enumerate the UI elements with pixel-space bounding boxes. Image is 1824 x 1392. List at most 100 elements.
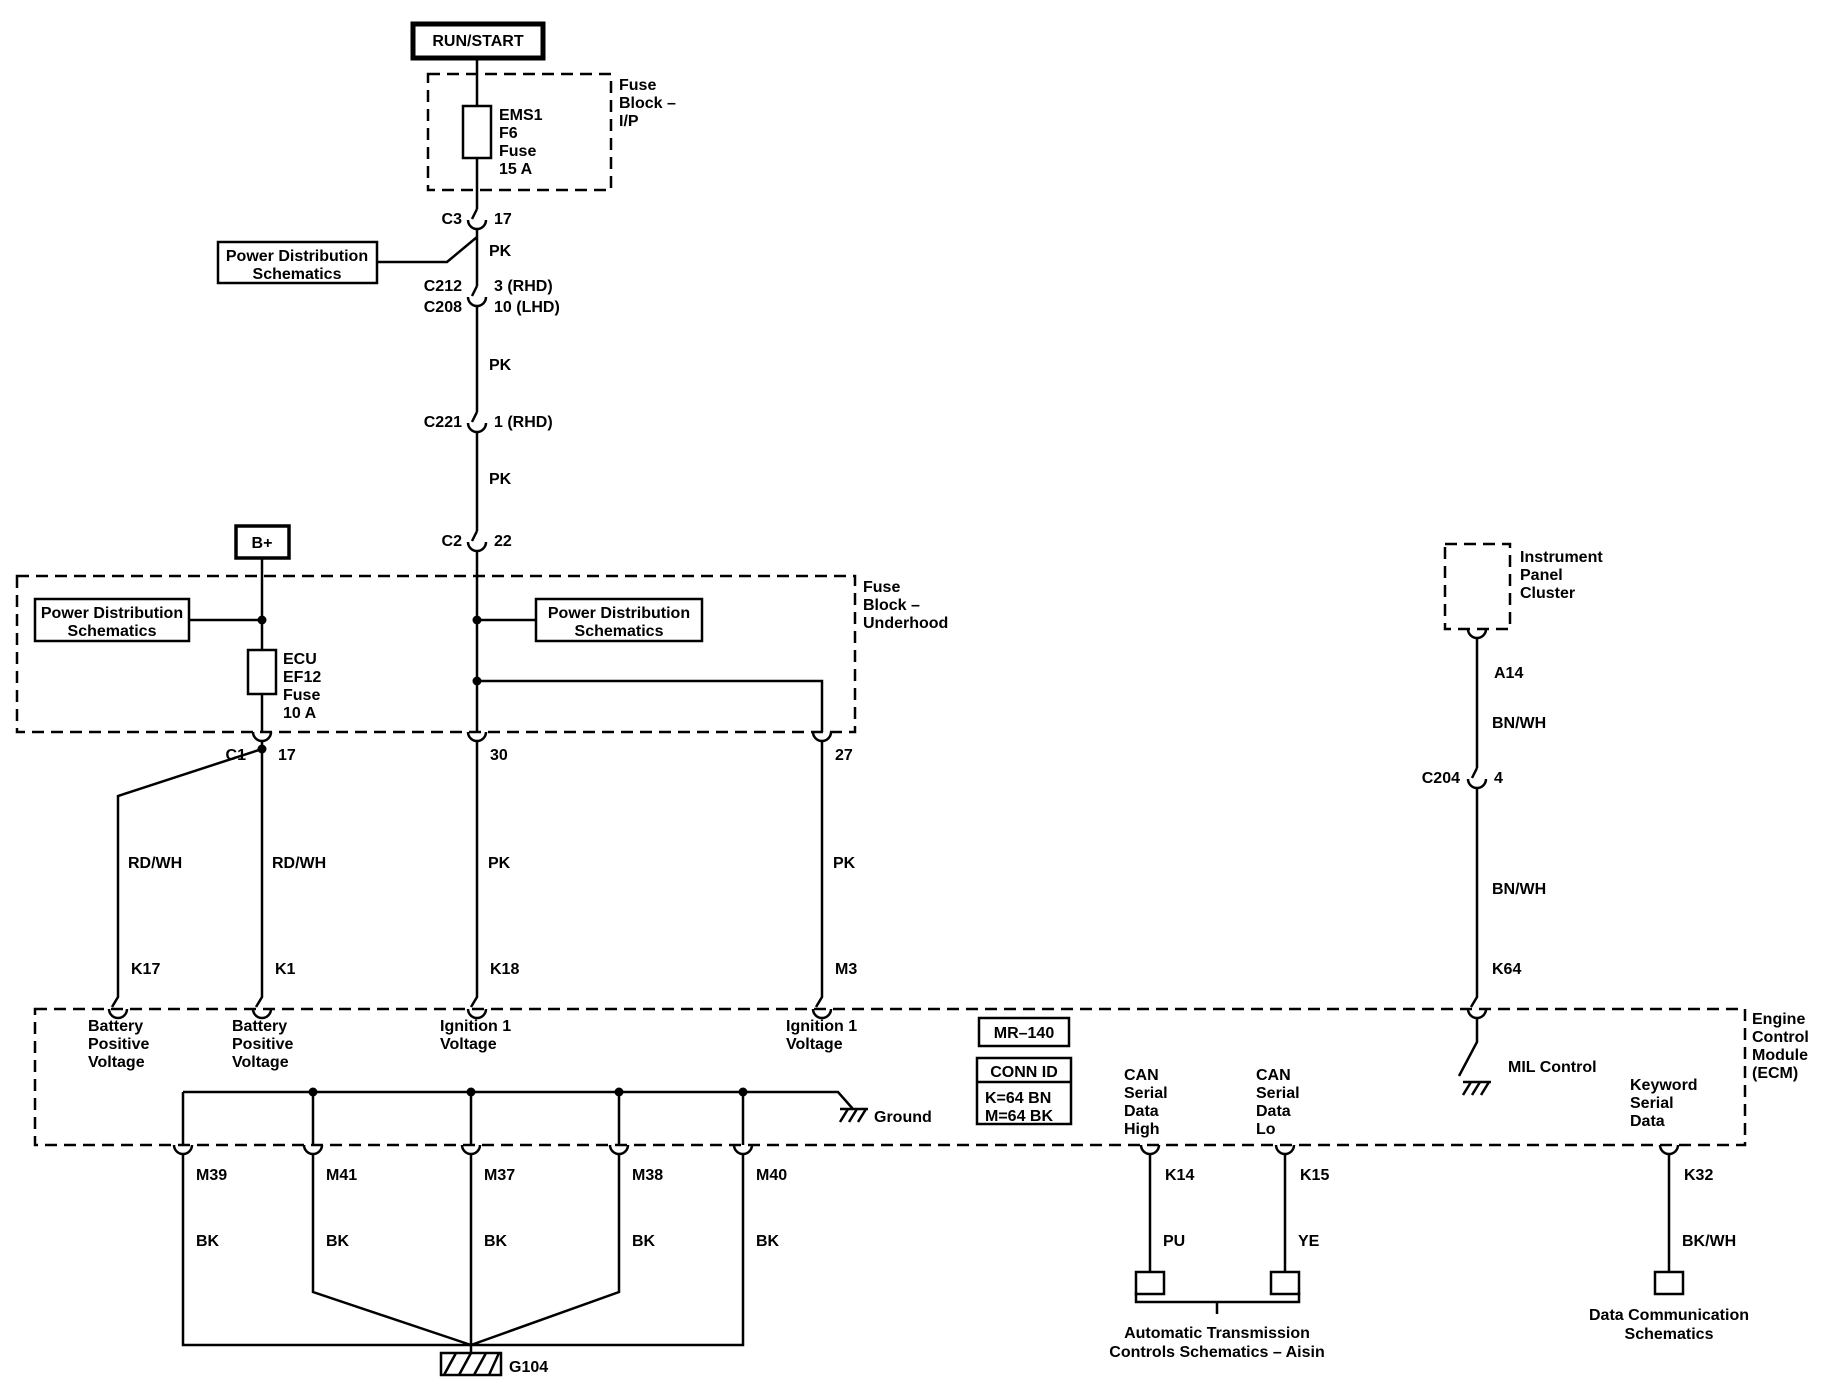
- conn-id-title-label: CONN ID: [990, 1064, 1058, 1081]
- wire-color-bk-5: BK: [756, 1233, 780, 1250]
- b-plus-box: [234, 524, 291, 560]
- junction-dot: [466, 1087, 476, 1097]
- pin-k14-label: K14: [1165, 1167, 1194, 1184]
- wire-color-pk-3: PK: [489, 471, 512, 488]
- pin-k17-label: K17: [131, 961, 160, 978]
- power-dist-ref-1-box: [216, 240, 379, 285]
- fuse-ecu-label-line: 10 A: [283, 705, 317, 722]
- auto-trans-ref-line: Automatic Transmission: [1124, 1325, 1310, 1342]
- connector-c3-pin: 17: [494, 211, 512, 228]
- connector-glyphs: [107, 208, 1680, 1156]
- fuse-block-ip-title-line: Block –: [619, 95, 676, 112]
- ecm-fn-ground-label: Ground: [874, 1109, 932, 1126]
- power-dist-ref-3-line: Schematics: [575, 623, 664, 640]
- pin-k64-icon: [1466, 1008, 1488, 1020]
- ecm-fn-batt-1-line: Positive: [88, 1036, 149, 1053]
- fuse-block-underhood-title-line: Fuse: [863, 579, 900, 596]
- connector-c221-name: C221: [424, 414, 462, 431]
- ecm-fn-can-high-line: Serial: [1124, 1085, 1168, 1102]
- auto-trans-bracket: [1134, 1292, 1301, 1314]
- junction-dot: [257, 615, 267, 625]
- pin-k32-label: K32: [1684, 1167, 1713, 1184]
- fuse-ems1-icon: [461, 104, 493, 160]
- ecm-fn-can-high-line: High: [1124, 1121, 1160, 1138]
- wire-battery-k17: [110, 747, 263, 1008]
- wire-color-pk-2: PK: [489, 357, 512, 374]
- ecm-fn-keyword-line: Data: [1630, 1113, 1665, 1130]
- pin-k32-icon: [1658, 1144, 1680, 1156]
- pin-m41-icon: [302, 1144, 324, 1156]
- power-dist-ref-2-line: Power Distribution: [41, 605, 183, 622]
- fuse-ems1-label-line: Fuse: [499, 143, 536, 160]
- data-comm-ref-line: Data Communication: [1589, 1307, 1749, 1324]
- pin-k1-label: K1: [275, 961, 296, 978]
- pin-m3-label: M3: [835, 961, 857, 978]
- keyword-terminal-box: [1653, 1270, 1685, 1296]
- fuse-ems1-label-line: F6: [499, 125, 518, 142]
- wire-color-pu: PU: [1163, 1233, 1185, 1250]
- ecm-fn-batt-2-line: Battery: [232, 1018, 287, 1035]
- pin-m39-label: M39: [196, 1167, 227, 1184]
- junction-dot: [738, 1087, 748, 1097]
- junction-dots: [257, 615, 748, 1097]
- labels: RUN/START Fuse Block – I/P EMS1 F6 Fuse …: [41, 33, 1809, 1376]
- connector-c212-name: C212: [424, 278, 462, 295]
- run-start-label: RUN/START: [432, 33, 523, 50]
- ecm-fn-ign-2-line: Ignition 1: [786, 1018, 857, 1035]
- connector-c204-icon: [1466, 767, 1488, 790]
- pin-m41-label: M41: [326, 1167, 357, 1184]
- fuse-ecu-label-line: Fuse: [283, 687, 320, 704]
- fuse-block-ip-title-line: I/P: [619, 113, 639, 130]
- pin-k18-label: K18: [490, 961, 519, 978]
- junction-dot: [472, 676, 482, 686]
- mr140-box: [977, 1016, 1071, 1048]
- junction-dot: [472, 615, 482, 625]
- connector-c212-pin: 3 (RHD): [494, 278, 553, 295]
- power-dist-ref-2-box: [33, 597, 191, 643]
- data-comm-ref-line: Schematics: [1625, 1326, 1714, 1343]
- ecm-fn-batt-2-line: Positive: [232, 1036, 293, 1053]
- junction-dot: [257, 744, 267, 754]
- power-dist-ref-1-line: Schematics: [253, 266, 342, 283]
- wire-color-ye: YE: [1298, 1233, 1320, 1250]
- fuse-block-ip-box: [426, 72, 613, 192]
- wire-color-bnwh-1: BN/WH: [1492, 715, 1546, 732]
- wire-color-bnwh-2: BN/WH: [1492, 881, 1546, 898]
- wire-color-pk-4: PK: [488, 855, 511, 872]
- ecm-fn-mil-label: MIL Control: [1508, 1059, 1597, 1076]
- pin-m3-icon: [811, 1008, 833, 1020]
- wire-grounds-to-g104: [181, 1154, 745, 1353]
- mil-ground-icon: [1461, 1080, 1491, 1096]
- connector-c221-pin: 1 (RHD): [494, 414, 553, 431]
- pin-c1-icon: [251, 731, 273, 743]
- leader-power-dist-1: [377, 236, 478, 264]
- fuse-block-underhood-title-line: Block –: [863, 597, 920, 614]
- pin-m40-icon: [732, 1144, 754, 1156]
- power-dist-ref-3-line: Power Distribution: [548, 605, 690, 622]
- conn-id-row: K=64 BN: [985, 1090, 1051, 1107]
- ecm-title-line: Module: [1752, 1047, 1808, 1064]
- can-lo-terminal-box: [1269, 1270, 1301, 1296]
- connector-c1-name: C1: [226, 747, 247, 764]
- wire-color-bk-3: BK: [484, 1233, 508, 1250]
- ecm-title-line: Engine: [1752, 1011, 1805, 1028]
- solid-boxes: [33, 21, 1685, 1314]
- pin-k14-icon: [1139, 1144, 1161, 1156]
- wire-ground-bus: [181, 1090, 854, 1145]
- pin-k18-icon: [466, 1008, 488, 1020]
- power-dist-ref-2-line: Schematics: [68, 623, 157, 640]
- wire-color-bk-4: BK: [632, 1233, 656, 1250]
- ipc-title-line: Cluster: [1520, 585, 1575, 602]
- junction-dot: [614, 1087, 624, 1097]
- can-high-terminal-box: [1134, 1270, 1166, 1296]
- pin-k15-label: K15: [1300, 1167, 1329, 1184]
- component-boxes: [15, 72, 1747, 1147]
- run-start-box: [410, 21, 546, 61]
- pin-k15-icon: [1274, 1144, 1296, 1156]
- pin-30-label: 30: [490, 747, 508, 764]
- ecm-title-line: Control: [1752, 1029, 1809, 1046]
- ecm-fn-ign-2-line: Voltage: [786, 1036, 843, 1053]
- ecm-fn-can-lo-line: CAN: [1256, 1067, 1291, 1084]
- connector-c3-name: C3: [442, 211, 463, 228]
- fuse-block-underhood-box: [15, 574, 857, 734]
